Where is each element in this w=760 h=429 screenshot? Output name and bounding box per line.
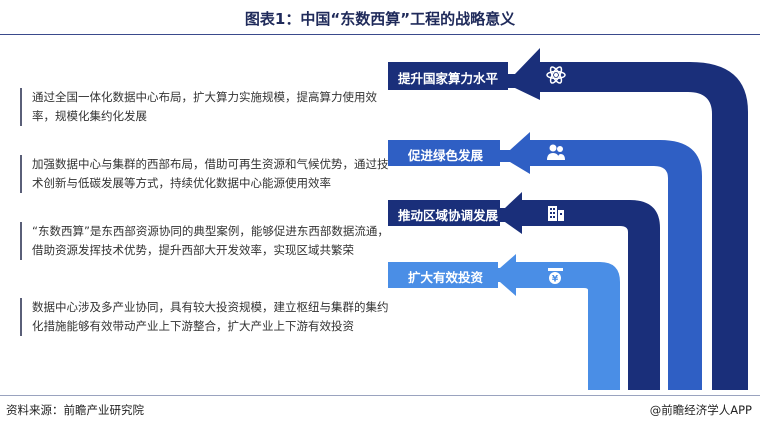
svg-text:¥: ¥ (552, 275, 559, 285)
description-3: “东数西算”是东西部资源协同的典型案例，能够促进东西部数据流通，借助资源发挥技术… (20, 222, 392, 260)
copyright-note: @前瞻经济学人APP (649, 403, 752, 417)
atom-icon (546, 66, 566, 84)
arrow-3-label: 推动区域协调发展 (398, 208, 499, 223)
arrow-4-label: 扩大有效投资 (408, 270, 484, 285)
footer-divider (0, 395, 760, 396)
arrow-1-label: 提升国家算力水平 (398, 71, 499, 86)
chart-title: 图表1：中国“东数西算”工程的战略意义 (244, 10, 516, 28)
arrow-4-shape (390, 254, 620, 390)
source-note: 资料来源：前瞻产业研究院 (6, 403, 144, 417)
people-icon (547, 144, 565, 160)
money-icon: ¥ (548, 268, 563, 285)
arrow-2-label: 促进绿色发展 (408, 148, 484, 163)
title-divider (0, 34, 760, 35)
description-4: 数据中心涉及多产业协同，具有较大投资规模，建立枢纽与集群的集约化措施能够有效带动… (20, 298, 392, 336)
description-2: 加强数据中心与集群的西部布局，借助可再生资源和气候优势，通过技术创新与低碳发展等… (20, 155, 392, 193)
building-icon (548, 206, 564, 221)
description-1: 通过全国一体化数据中心布局，扩大算力实施规模，提高算力使用效率，规模化集约化发展 (20, 88, 392, 126)
